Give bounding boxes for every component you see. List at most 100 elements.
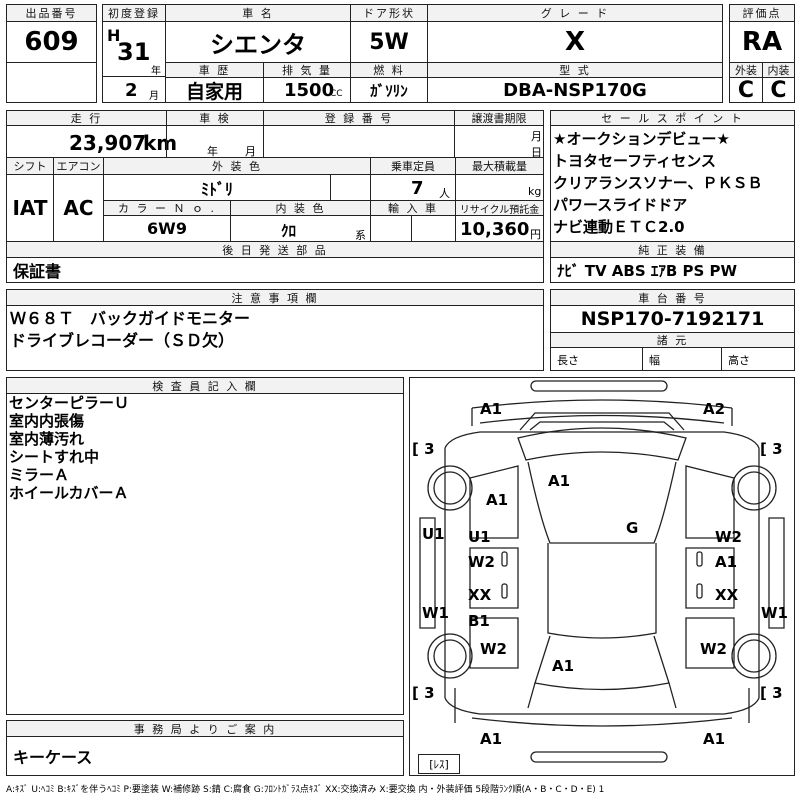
inspection-year-unit: 年 — [207, 145, 218, 158]
cc-label: 排 気 量 — [263, 62, 351, 78]
damage-mark: U1 — [468, 528, 491, 546]
damage-mark: A1 — [715, 553, 738, 571]
damage-mark: XX — [715, 586, 739, 604]
cc-unit: CC — [330, 89, 343, 99]
damage-mark: W1 — [761, 604, 788, 622]
genuine-equipment: ﾅﾋﾞ TV ABS ｴｱB PS PW — [550, 257, 795, 283]
transfer-box: 月 日 — [454, 125, 544, 159]
office-note: キーケース — [6, 736, 404, 776]
import-box — [370, 215, 412, 242]
car-name: シエンタ — [165, 21, 351, 63]
inspector-line: 室内薄汚れ — [9, 430, 85, 448]
cc-box: 1500 CC — [263, 77, 351, 103]
recycle-fee: 10,360 — [460, 219, 530, 240]
mileage-box: 23,907 km — [6, 125, 177, 158]
recycle-box: 10,360 円 — [455, 215, 544, 242]
damage-mark: B1 — [468, 612, 490, 630]
inspection-box: 年 月 — [166, 125, 264, 158]
damage-mark: A1 — [480, 400, 503, 418]
first-reg-label: 初度登録 — [102, 4, 166, 22]
door-label: ドア形状 — [350, 4, 428, 22]
transfer-month-unit: 月 — [531, 130, 542, 143]
damage-mark: W2 — [715, 528, 742, 546]
sales-points-label: セ ー ル ス ポ イ ン ト — [550, 110, 795, 126]
later-parts-label: 後 日 発 送 部 品 — [6, 241, 544, 258]
spec-label: 諸 元 — [550, 332, 795, 348]
inspector-line: シートすれ中 — [9, 448, 100, 466]
recycle-unit: 円 — [530, 228, 541, 241]
inspector-line: ミラーＡ — [9, 466, 70, 484]
auction-score: RA — [729, 21, 795, 63]
fuel-label: 燃 料 — [350, 62, 428, 78]
car-outline — [419, 380, 785, 763]
import-label: 輸 入 車 — [370, 200, 456, 216]
note-line: ドライブレコーダー（ＳＤ欠） — [10, 331, 235, 350]
lot-blank — [6, 62, 97, 103]
chassis-number: NSP170-7192171 — [550, 305, 795, 333]
transfer-label: 譲渡書期限 — [454, 110, 544, 126]
capacity-box: 7 人 — [370, 174, 456, 201]
inspector-box — [6, 393, 404, 715]
sales-point-item: ナビ連動ＥＴＣ2.0 — [553, 218, 685, 236]
regno-label: 登 録 番 号 — [263, 110, 455, 126]
mileage-unit: km — [143, 131, 178, 155]
notes-box — [6, 305, 544, 371]
spare-tire-box: [ﾚｽ] — [418, 754, 460, 774]
model-label: 型 式 — [427, 62, 723, 78]
car-history: 自家用 — [165, 77, 264, 103]
damage-mark: A1 — [552, 657, 575, 675]
score-label: 評価点 — [729, 4, 795, 22]
recycle-label: リサイクル預託金 — [455, 200, 544, 216]
color-label: 外 装 色 — [103, 157, 371, 175]
inspector-line: ホイールカバーＡ — [9, 484, 129, 502]
grade: X — [427, 21, 723, 63]
int-label: 内装 — [762, 62, 795, 78]
capacity-label: 乗車定員 — [370, 157, 456, 175]
mileage: 23,907 — [69, 131, 147, 155]
regno-box — [263, 125, 455, 158]
notes-list: Ｗ６８Ｔ バックガイドモニター ドライブレコーダー（ＳＤ欠） — [10, 308, 250, 352]
max-load-box: kg — [455, 174, 544, 201]
max-load-label: 最大積載量 — [455, 157, 544, 175]
history-label: 車 歴 — [165, 62, 264, 78]
shift-label: シフト — [6, 157, 54, 175]
damage-mark: A1 — [486, 491, 509, 509]
era-letter: H — [107, 26, 121, 45]
tire-bracket-rl: [ 3 — [412, 684, 435, 702]
inspector-line: 室内内張傷 — [9, 412, 85, 430]
inspector-list: センターピラーＵ 室内内張傷 室内薄汚れ シートすれ中 ミラーＡ ホイールカバー… — [9, 394, 129, 502]
sales-point-item: パワースライドドア — [553, 196, 688, 214]
exterior-rating: C — [729, 77, 763, 103]
reg-month: 2 — [125, 80, 138, 101]
reg-year: 31 — [117, 38, 151, 66]
height-cell: 高さ — [721, 347, 795, 371]
damage-mark: W1 — [422, 604, 449, 622]
model-code: DBA-NSP170G — [427, 77, 723, 103]
tire-bracket-fl: [ 3 — [412, 440, 435, 458]
notes-label: 注 意 事 項 欄 — [6, 289, 544, 306]
displacement: 1500 — [284, 80, 335, 101]
damage-mark: A1 — [703, 730, 726, 748]
shift: IAT — [6, 174, 54, 242]
color-blank — [330, 174, 371, 201]
damage-mark: W2 — [468, 553, 495, 571]
damage-mark: A1 — [480, 730, 503, 748]
grade-label: グ レ ー ド — [427, 4, 723, 22]
color-number: 6W9 — [103, 215, 231, 242]
inspection-label: 車 検 — [166, 110, 264, 126]
damage-mark: U1 — [422, 525, 445, 543]
door-type: 5W — [350, 21, 428, 63]
interior-rating: C — [762, 77, 795, 103]
air-conditioner: AC — [53, 174, 104, 242]
ac-label: エアコン — [53, 157, 104, 175]
inspector-line: センターピラーＵ — [9, 394, 130, 412]
damage-mark: XX — [468, 586, 492, 604]
month-unit: 月 — [149, 91, 159, 102]
colorno-label: カ ラ ー Ｎ ｏ . — [103, 200, 231, 216]
intcolor-box: ｸﾛ 系 — [230, 215, 371, 242]
ext-label: 外装 — [729, 62, 763, 78]
import-box-2 — [411, 215, 456, 242]
capacity-unit: 人 — [439, 187, 450, 200]
chassis-label: 車 台 番 号 — [550, 289, 795, 306]
sales-point-item: トヨタセーフティセンス — [553, 152, 716, 170]
